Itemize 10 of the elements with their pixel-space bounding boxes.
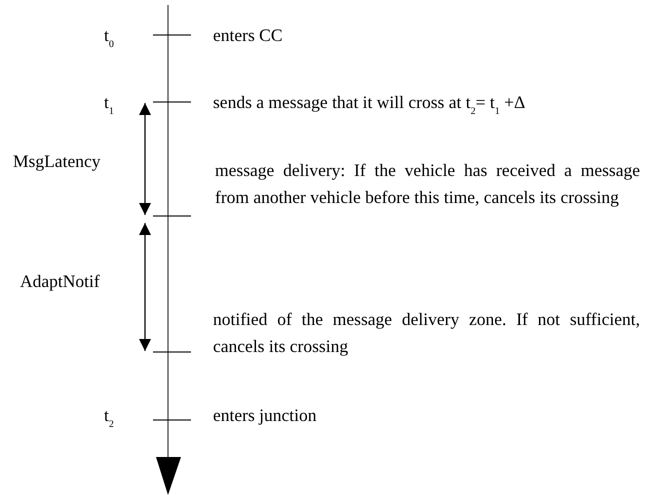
time-label: t$_{2}$ <box>104 404 114 429</box>
time-label: t$_{1}$ <box>104 91 114 116</box>
event-text: message delivery: If the vehicle has received a message from another vehicle before this time, cancels its crossing <box>215 159 640 209</box>
event-text: notified of the message delivery zone. If not sufficient, cancels its crossing <box>213 308 640 358</box>
interval-label: AdaptNotif <box>20 270 100 293</box>
interval-label: MsgLatency <box>13 150 100 173</box>
event-text: sends a message that it will cross at t$_{2}$= t$_{1}$ +Δ <box>213 91 526 116</box>
event-text: enters junction <box>213 404 317 427</box>
time-label: t$_{0}$ <box>104 24 114 49</box>
event-text: enters CC <box>213 24 283 47</box>
